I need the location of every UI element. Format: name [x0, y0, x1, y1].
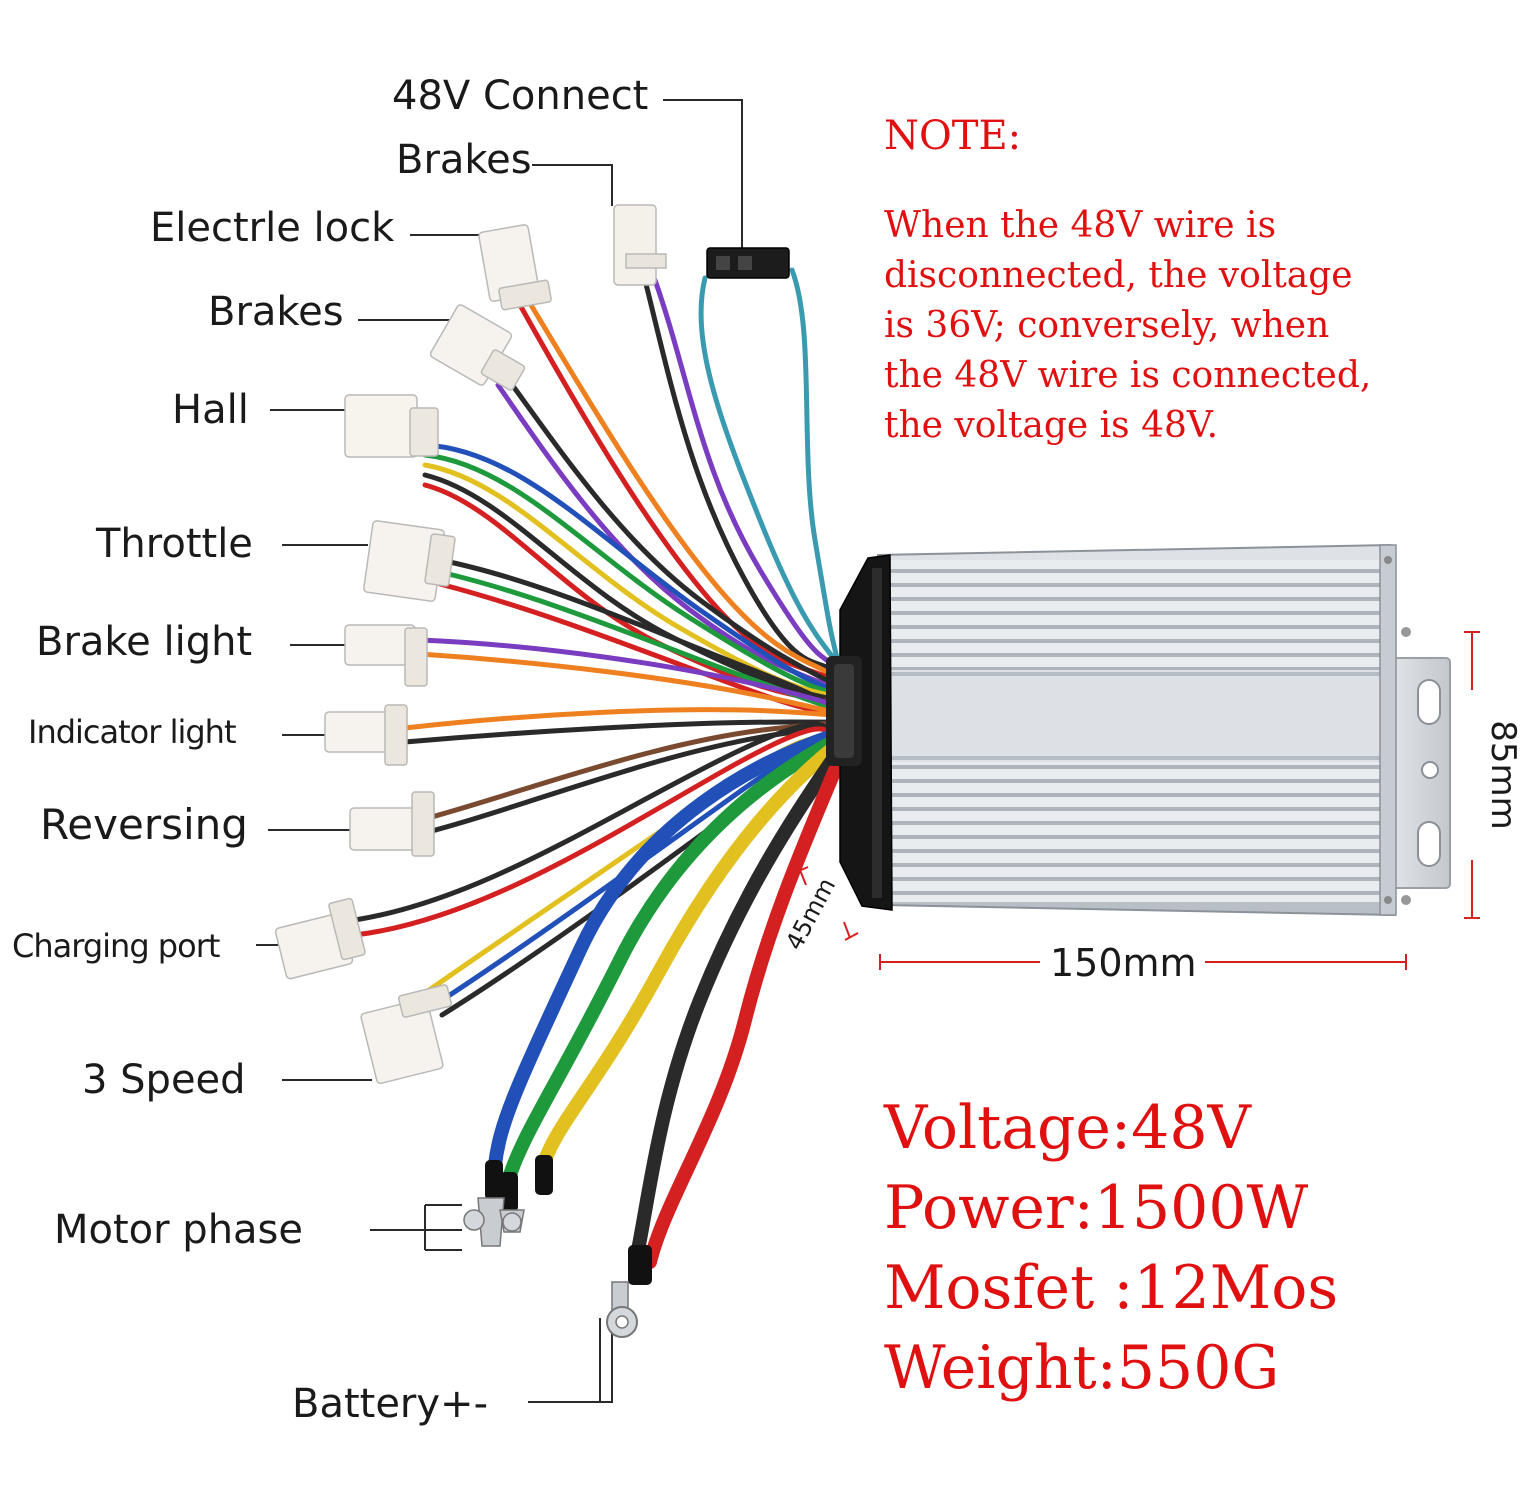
- wire-throttle-green: [437, 569, 835, 711]
- wire-phase-yellow: [538, 738, 844, 1167]
- wire-battery-red: [643, 751, 847, 1269]
- label-motor-phase: Motor phase: [54, 1207, 304, 1253]
- battery-terminal: [606, 1245, 652, 1338]
- spec-voltage: Voltage:48V: [884, 1093, 1251, 1163]
- signal-wires: [352, 267, 854, 1018]
- wire-48v-teal-b: [789, 267, 841, 665]
- wire-hall-green: [422, 452, 835, 696]
- label-3-speed: 3 Speed: [82, 1057, 246, 1103]
- connector-3-speed: [360, 997, 444, 1085]
- wire-battery-black: [631, 745, 845, 1257]
- leader-48v-connect: [663, 99, 743, 256]
- leader-battery: [528, 1318, 613, 1403]
- wire-brakes-black: [502, 372, 836, 687]
- label-battery: Battery+-: [292, 1381, 488, 1427]
- label-charging-port: Charging port: [12, 927, 220, 965]
- note-line-2: disconnected, the voltage: [884, 255, 1353, 296]
- wire-phase-green: [503, 733, 843, 1182]
- wire-hall-blue: [422, 442, 835, 693]
- wire-brakes-top-purple: [652, 277, 838, 671]
- wire-phase-blue: [488, 728, 842, 1172]
- label-reversing: Reversing: [40, 800, 248, 849]
- leader-lines: [256, 99, 743, 1403]
- dimension-markers: [793, 631, 1480, 970]
- power-wires: [488, 728, 847, 1269]
- connectors: [274, 204, 790, 1085]
- note-line-5: the voltage is 48V.: [884, 405, 1219, 446]
- wire-charging-black: [352, 721, 837, 923]
- label-throttle: Throttle: [96, 521, 253, 567]
- wire-charging-red: [352, 726, 837, 938]
- controller-box: [826, 543, 1451, 917]
- label-indicator-light: Indicator light: [28, 713, 236, 751]
- label-brake-light: Brake light: [36, 619, 253, 665]
- label-48v-connect: 48V Connect: [392, 73, 649, 119]
- dimension-height-label: 85mm: [1482, 720, 1523, 830]
- leader-motor-phase: [370, 1204, 462, 1251]
- label-brakes-top: Brakes: [396, 137, 532, 183]
- wire-lock-orange: [525, 297, 837, 679]
- label-brakes: Brakes: [208, 289, 344, 335]
- connector-brakes-top: [613, 204, 657, 286]
- spec-power: Power:1500W: [884, 1173, 1309, 1243]
- wire-48v-teal-a: [698, 275, 838, 663]
- dimension-length-label: 150mm: [1050, 941, 1197, 985]
- note-line-1: When the 48V wire is: [884, 205, 1277, 246]
- spec-mosfet: Mosfet :12Mos: [884, 1253, 1339, 1323]
- label-hall: Hall: [172, 387, 249, 433]
- connector-reversing: [349, 807, 421, 851]
- note-line-3: is 36V; conversely, when: [884, 305, 1330, 346]
- note-line-4: the 48V wire is connected,: [884, 355, 1372, 396]
- note-title: NOTE:: [884, 113, 1022, 159]
- motor-phase-terminals: [463, 1155, 553, 1247]
- spec-weight: Weight:550G: [884, 1333, 1280, 1403]
- connector-hall: [344, 394, 418, 458]
- label-electric-lock: Electrle lock: [150, 205, 395, 251]
- leader-brakes-top: [532, 164, 613, 206]
